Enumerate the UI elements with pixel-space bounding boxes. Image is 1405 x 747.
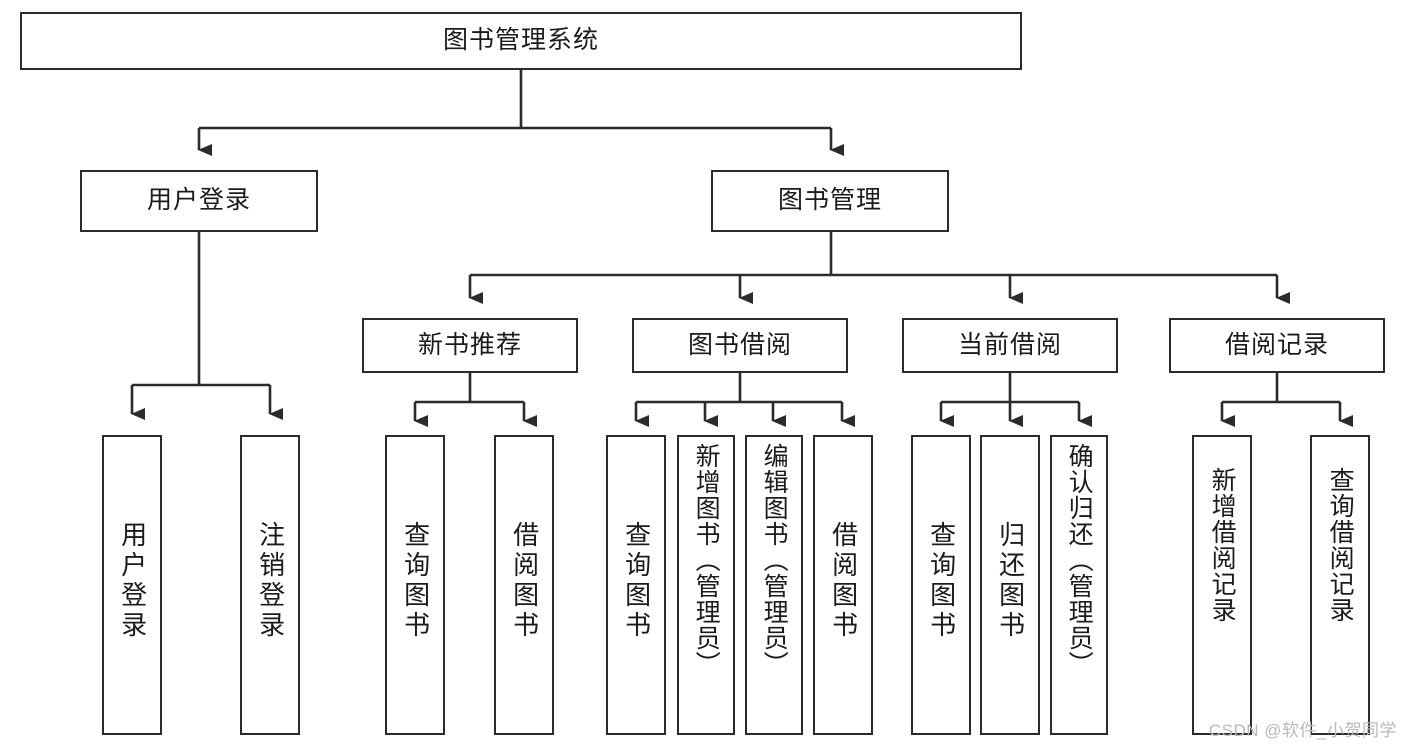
node-leaf-borrow-book-1-label: 借阅图书: [509, 521, 540, 641]
node-leaf-query-book-2[interactable]: 查询图书: [606, 435, 666, 735]
node-leaf-query-book-3[interactable]: 查询图书: [911, 435, 971, 735]
node-leaf-return-book[interactable]: 归还图书: [980, 435, 1040, 735]
node-leaf-query-record-label: 查询借阅记录: [1326, 467, 1355, 623]
node-user-login[interactable]: 用户登录: [80, 170, 318, 232]
node-leaf-query-book-2-label: 查询图书: [621, 521, 652, 641]
node-book-management[interactable]: 图书管理: [711, 170, 949, 232]
node-leaf-borrow-book-1[interactable]: 借阅图书: [494, 435, 554, 735]
node-leaf-return-book-label: 归还图书: [995, 521, 1026, 641]
node-leaf-confirm-return[interactable]: 确认归还（管理员）: [1050, 435, 1108, 735]
node-leaf-add-book[interactable]: 新增图书（管理员）: [677, 435, 735, 735]
node-leaf-user-logout-label: 注销登录: [255, 521, 286, 641]
node-leaf-query-book-1[interactable]: 查询图书: [385, 435, 445, 735]
node-book-borrow-label: 图书借阅: [687, 330, 792, 359]
node-leaf-user-logout[interactable]: 注销登录: [240, 435, 300, 735]
node-book-management-label: 图书管理: [777, 186, 882, 215]
node-leaf-user-login-label: 用户登录: [117, 521, 148, 641]
node-leaf-add-record[interactable]: 新增借阅记录: [1192, 435, 1252, 735]
node-leaf-query-book-1-label: 查询图书: [400, 521, 431, 641]
node-leaf-add-record-label: 新增借阅记录: [1208, 467, 1237, 623]
node-leaf-borrow-book-2[interactable]: 借阅图书: [813, 435, 873, 735]
node-user-login-label: 用户登录: [146, 186, 251, 215]
node-leaf-borrow-book-2-label: 借阅图书: [828, 521, 859, 641]
node-current-borrow-label: 当前借阅: [957, 330, 1062, 359]
node-root[interactable]: 图书管理系统: [20, 12, 1022, 70]
node-leaf-user-login[interactable]: 用户登录: [102, 435, 162, 735]
node-leaf-edit-book-label: 编辑图书（管理员）: [760, 443, 789, 677]
node-leaf-add-book-label: 新增图书（管理员）: [692, 443, 721, 677]
node-root-label: 图书管理系统: [442, 26, 599, 55]
node-leaf-confirm-return-label: 确认归还（管理员）: [1065, 443, 1094, 677]
node-current-borrow[interactable]: 当前借阅: [902, 318, 1118, 373]
node-leaf-edit-book[interactable]: 编辑图书（管理员）: [745, 435, 803, 735]
node-leaf-query-record[interactable]: 查询借阅记录: [1310, 435, 1370, 735]
node-book-borrow[interactable]: 图书借阅: [632, 318, 848, 373]
node-new-book-recommend[interactable]: 新书推荐: [362, 318, 578, 373]
node-borrow-record[interactable]: 借阅记录: [1169, 318, 1385, 373]
node-borrow-record-label: 借阅记录: [1224, 330, 1329, 359]
node-new-book-recommend-label: 新书推荐: [417, 330, 522, 359]
node-leaf-query-book-3-label: 查询图书: [926, 521, 957, 641]
